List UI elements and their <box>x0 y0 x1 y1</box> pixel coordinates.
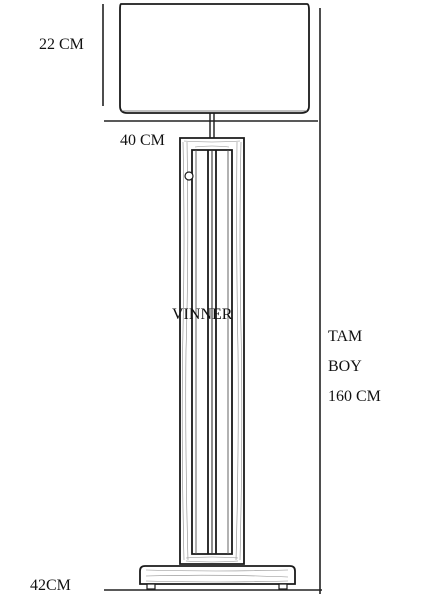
lamp-stem <box>209 113 215 138</box>
product-name-label: VINNER <box>172 306 233 323</box>
shade-height-label: 22 CM <box>39 36 84 53</box>
wooden-frame <box>179 137 245 565</box>
total-height-label-line1: TAM <box>328 328 363 345</box>
wood-grain-texture <box>181 140 243 563</box>
total-height-label-line2: BOY <box>328 358 362 375</box>
shade-width-label: 40 CM <box>120 132 165 149</box>
switch-knob <box>184 171 194 181</box>
total-height-label-line3: 160 CM <box>328 388 381 405</box>
lamp-base <box>139 565 296 590</box>
base-width-label: 42CM <box>30 577 71 594</box>
lamp-shade <box>119 3 310 114</box>
